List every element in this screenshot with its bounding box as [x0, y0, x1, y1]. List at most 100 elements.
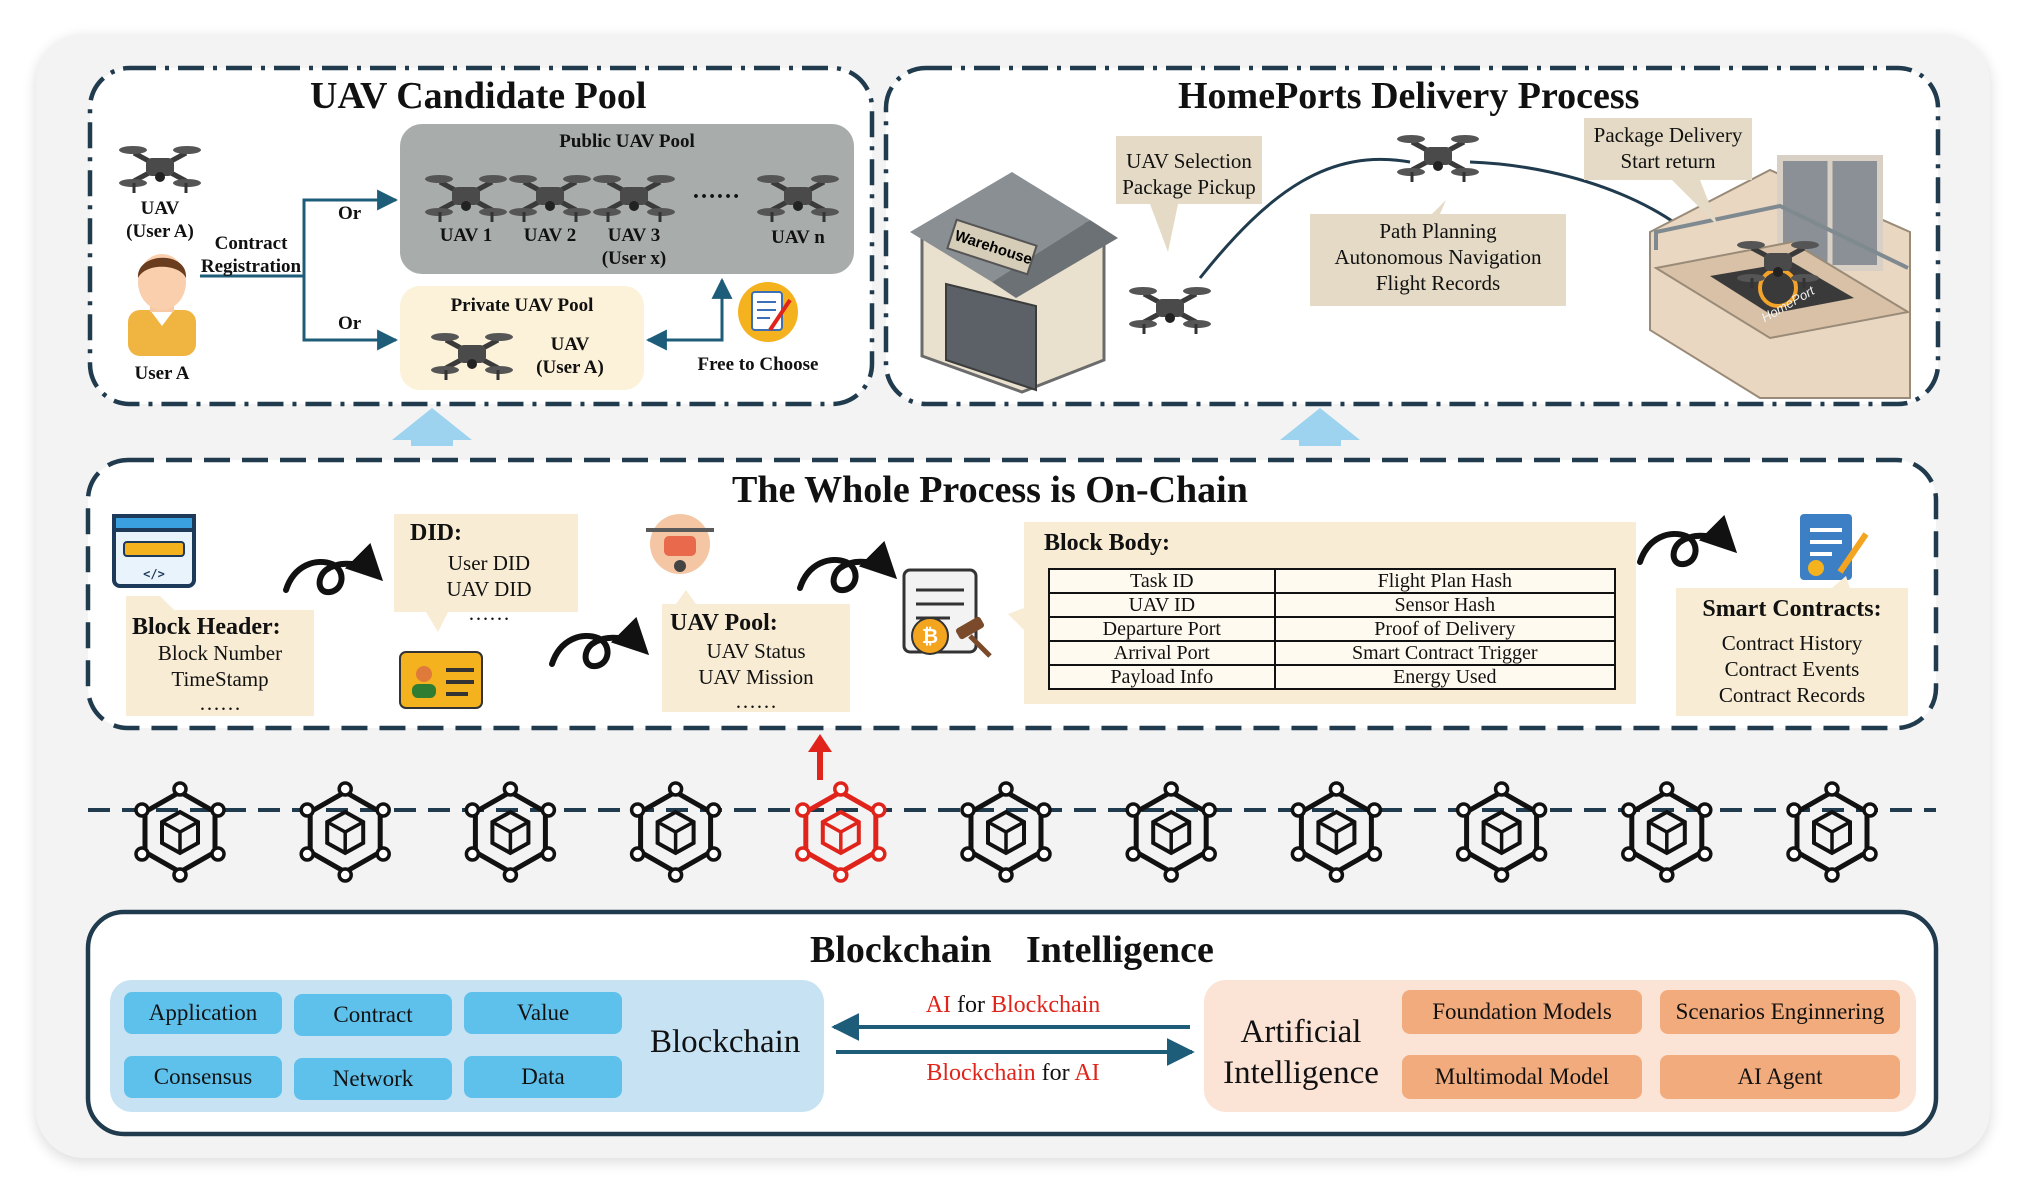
ai-for-blockchain-part1: AI	[925, 992, 952, 1018]
did-line2: UAV DID	[446, 577, 532, 601]
block-body-cell: Flight Plan Hash	[1273, 568, 1617, 594]
block-body-cell: Sensor Hash	[1273, 592, 1617, 618]
id-card-icon	[399, 651, 483, 709]
block-body-cell: Arrival Port	[1048, 640, 1276, 666]
smart-contracts-line3: Contract Records	[1718, 683, 1866, 707]
block-body-cell: Departure Port	[1048, 616, 1276, 642]
chain-block-icon	[1458, 783, 1546, 881]
red-up-arrow-head	[808, 734, 832, 752]
candidate-pool-title: UAV Candidate Pool	[310, 75, 647, 117]
ai-for-blockchain-part3: Blockchain	[991, 992, 1101, 1018]
on-chain-title: The Whole Process is On-Chain	[732, 469, 1248, 511]
block-header-line2: TimeStamp	[171, 667, 269, 691]
up-arrow-left	[392, 408, 472, 446]
block-body-cell: Task ID	[1048, 568, 1276, 594]
chain-blocks	[136, 783, 1876, 881]
block-header-box	[126, 596, 314, 716]
chip-ai-agent: AI Agent	[1660, 1055, 1900, 1099]
smart-contracts-title: Smart Contracts:	[1702, 596, 1882, 622]
block-header-title: Block Header:	[132, 614, 281, 640]
block-body-cell: Proof of Delivery	[1273, 616, 1617, 642]
callout-delivery	[1584, 118, 1752, 226]
chain-block-current-icon	[797, 783, 885, 881]
block-body-cell: UAV ID	[1048, 592, 1276, 618]
ai-for-blockchain-part2: for	[951, 992, 991, 1018]
callout-selection-1: UAV Selection	[1126, 149, 1252, 173]
delivery-process-title: HomePorts Delivery Process	[1178, 75, 1640, 117]
did-box	[394, 514, 578, 632]
private-pool-title: Private UAV Pool	[450, 295, 594, 316]
uav-pool-line3: ……	[735, 689, 777, 713]
callout-delivery-1: Package Delivery	[1593, 123, 1743, 147]
warehouse-icon	[910, 172, 1118, 394]
or-top-label: Or	[338, 203, 362, 224]
bi-title-part2: Intelligence	[1026, 929, 1214, 971]
chain-block-icon	[466, 783, 554, 881]
uavn-label: UAV n	[771, 227, 825, 248]
uav2-label: UAV 2	[523, 225, 577, 246]
public-pool-ellipsis: ……	[692, 178, 740, 204]
chain-block-icon	[136, 783, 224, 881]
callout-path	[1310, 200, 1566, 306]
callout-path-1: Path Planning	[1379, 219, 1497, 243]
user-uav-label-1: UAV	[140, 198, 180, 219]
blockchain-label: Blockchain	[650, 1024, 801, 1060]
user-uav-label-2: (User A)	[126, 221, 194, 242]
uav3-sub-label: (User x)	[601, 248, 667, 269]
free-to-choose-label: Free to Choose	[697, 354, 819, 375]
uav1-label: UAV 1	[439, 225, 493, 246]
chip-foundation-models: Foundation Models	[1402, 990, 1642, 1034]
callout-selection	[1116, 136, 1262, 252]
ai-for-blockchain-label: AI for Blockchain	[834, 992, 1192, 1018]
chain-block-icon	[1623, 783, 1711, 881]
blockchain-for-ai-part1: Blockchain	[926, 1060, 1036, 1086]
chip-consensus: Consensus	[124, 1056, 282, 1098]
chain-block-icon	[1292, 783, 1380, 881]
block-body-title: Block Body:	[1044, 530, 1171, 556]
did-line1: User DID	[447, 551, 531, 575]
homeport-building-icon	[1649, 155, 1911, 399]
user-a-label: User A	[134, 363, 190, 384]
callout-delivery-2: Start return	[1620, 149, 1716, 173]
blockchain-for-ai-part3: AI	[1074, 1060, 1100, 1086]
blockchain-for-ai-label: Blockchain for AI	[834, 1060, 1192, 1086]
chip-multimodal-model: Multimodal Model	[1402, 1055, 1642, 1099]
chip-value: Value	[464, 992, 622, 1034]
or-bottom-label: Or	[338, 313, 362, 334]
smart-contracts-line1: Contract History	[1721, 631, 1863, 655]
callout-path-2: Autonomous Navigation	[1334, 245, 1542, 269]
block-header-line1: Block Number	[157, 641, 283, 665]
ai-label-1: Artificial	[1240, 1014, 1362, 1050]
blockchain-for-ai-part2: for	[1035, 1060, 1075, 1086]
callout-path-3: Flight Records	[1375, 271, 1501, 295]
uav-pool-box	[662, 590, 850, 712]
uav-pool-line2: UAV Mission	[698, 665, 814, 689]
uav-pool-title: UAV Pool:	[670, 610, 778, 636]
block-body-cell: Payload Info	[1048, 664, 1276, 690]
private-uav-label-1: UAV	[550, 334, 590, 355]
chip-scenarios-engineering: Scenarios Enginnering	[1660, 990, 1900, 1034]
block-header-icon: </>	[112, 514, 196, 588]
smart-contracts-line2: Contract Events	[1724, 657, 1860, 681]
block-body-cell: Smart Contract Trigger	[1273, 640, 1617, 666]
bi-title-part1: Blockchain	[810, 929, 992, 971]
callout-selection-2: Package Pickup	[1122, 175, 1256, 199]
document-pen-icon	[738, 282, 798, 342]
chain-block-icon	[1127, 783, 1215, 881]
chain-block-icon	[632, 783, 720, 881]
private-uav-label-2: (User A)	[536, 357, 604, 378]
uav3-label: UAV 3	[607, 225, 661, 246]
smart-contracts-box	[1676, 576, 1908, 716]
chain-block-icon	[301, 783, 389, 881]
chip-data: Data	[464, 1056, 622, 1098]
block-body-cell: Energy Used	[1273, 664, 1617, 690]
public-pool-title: Public UAV Pool	[559, 131, 695, 152]
user-avatar-icon	[128, 254, 196, 356]
chip-application: Application	[124, 992, 282, 1034]
ledger-bitcoin-icon: ₿	[902, 568, 992, 658]
contract-registration-1: Contract	[214, 233, 288, 254]
